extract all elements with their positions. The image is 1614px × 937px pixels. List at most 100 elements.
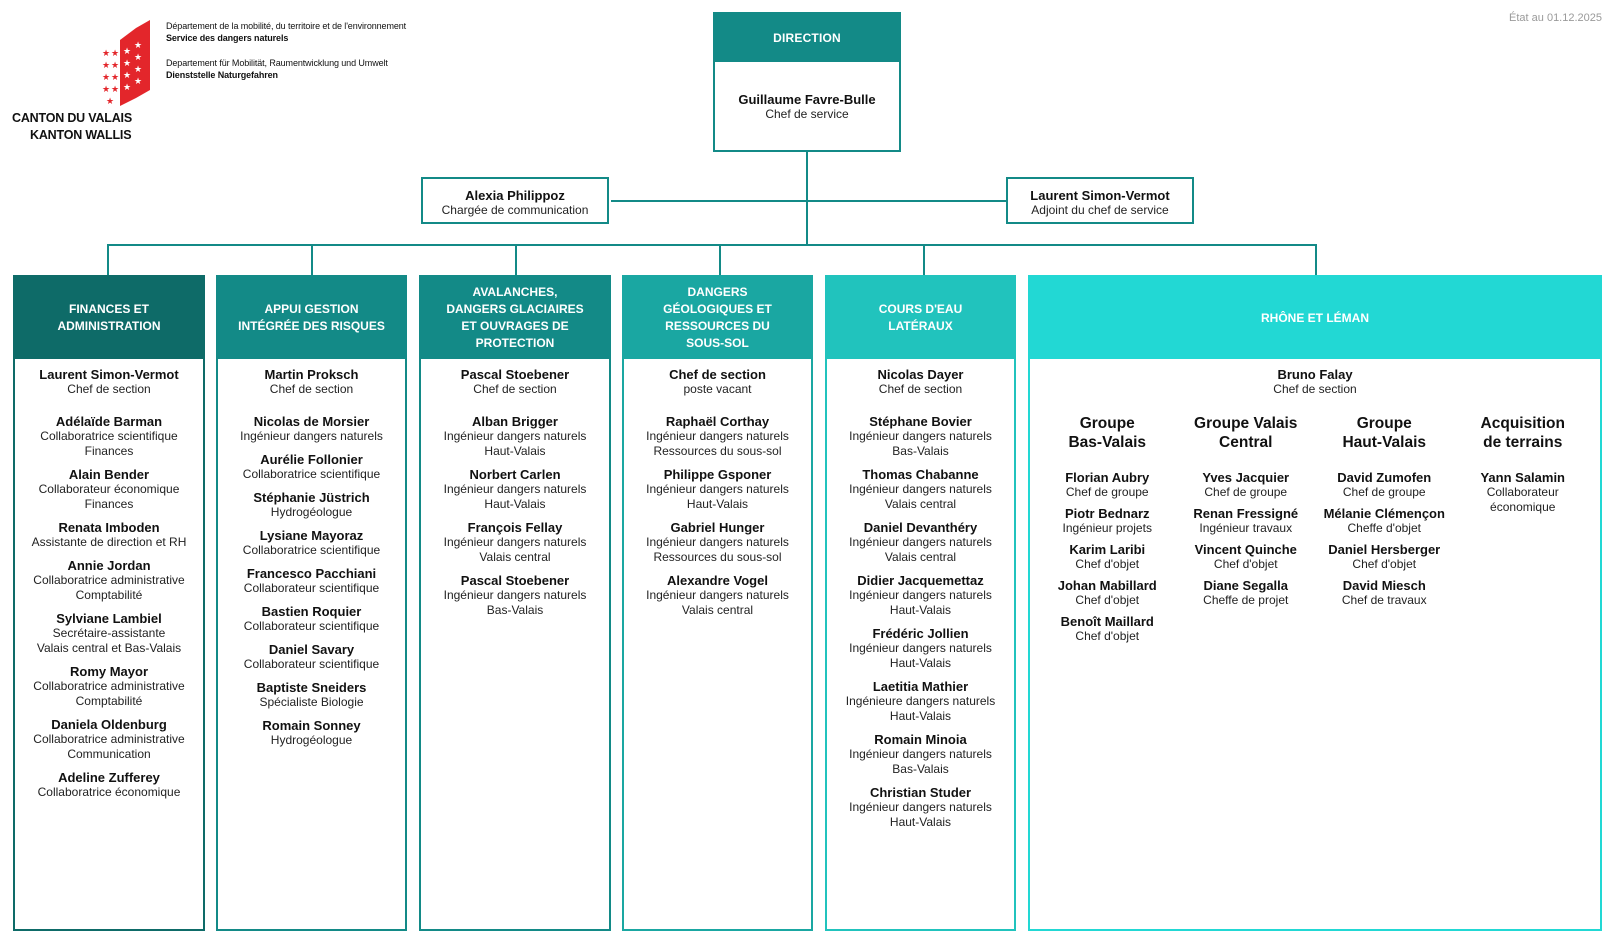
person-name: Aurélie Follonier	[260, 452, 363, 467]
service-de-name: Dienststelle Naturgefahren	[166, 70, 278, 80]
person-role: Chef de section	[1273, 382, 1357, 396]
svg-text:★: ★	[123, 71, 131, 81]
direction-box: DIRECTION Guillaume Favre-Bulle Chef de …	[713, 12, 901, 152]
section-title: RHÔNE ET LÉMAN	[1030, 277, 1600, 359]
person-name: Alain Bender	[68, 467, 150, 482]
person-role: Chef de section	[878, 382, 963, 396]
svg-text:★: ★	[134, 53, 142, 63]
person-role: Chef de section	[67, 382, 151, 396]
svg-text:★: ★	[134, 77, 142, 87]
service-fr-name: Service des dangers naturels	[166, 33, 289, 43]
person-role: Collaborateur scientifique	[243, 657, 380, 671]
person-name: Adeline Zufferey	[58, 770, 160, 785]
connector-col-5	[923, 244, 925, 275]
person-role: Chef de travaux	[1341, 593, 1427, 607]
person-name: Martin Proksch	[264, 367, 359, 382]
staff-role: Chargée de communication	[441, 203, 589, 217]
department-fr-name: Département de la mobilité, du territoir…	[166, 21, 407, 31]
person-name: Florian Aubry	[1065, 470, 1150, 485]
person-role: Chef d'objet	[1075, 593, 1140, 607]
svg-text:★: ★	[111, 85, 119, 95]
person-name: Mélanie Clémençon	[1323, 506, 1445, 521]
person-name: Philippe Gsponer	[663, 467, 772, 482]
director-name: Guillaume Favre-Bulle	[738, 92, 876, 107]
person-name: Sylviane Lambiel	[56, 611, 162, 626]
person-name: David Zumofen	[1337, 470, 1432, 485]
person-name: Bastien Roquier	[261, 604, 362, 619]
direction-title: DIRECTION	[715, 14, 899, 62]
person-name: Lysiane Mayoraz	[259, 528, 364, 543]
person-role: Collaborateur scientifique	[243, 619, 380, 633]
person-role: Chef de groupe	[1204, 485, 1288, 499]
svg-text:★: ★	[134, 65, 142, 75]
person-name: Christian Studer	[869, 785, 972, 800]
connector-col-4	[719, 244, 721, 275]
connector-staff	[611, 200, 1011, 202]
person-name: Thomas Chabanne	[862, 467, 979, 482]
staff-name: Laurent Simon-Vermot	[1030, 188, 1170, 203]
person-name: Benoît Maillard	[1060, 614, 1154, 629]
person-name: Yann Salamin	[1480, 470, 1566, 485]
staff-box-communication: Alexia Philippoz Chargée de communicatio…	[421, 177, 609, 224]
person-name: Nicolas Dayer	[877, 367, 964, 382]
person-role: Collaborateur scientifique	[243, 581, 380, 595]
svg-text:★: ★	[123, 83, 131, 93]
person-name: Romain Minoia	[874, 732, 967, 747]
person-role: Collaboratrice scientifique	[242, 543, 381, 557]
connector-sections	[107, 244, 1317, 246]
person-name: Nicolas de Morsier	[253, 414, 370, 429]
person-name: Renan Fressigné	[1193, 506, 1299, 521]
person-name: Bruno Falay	[1277, 367, 1353, 382]
